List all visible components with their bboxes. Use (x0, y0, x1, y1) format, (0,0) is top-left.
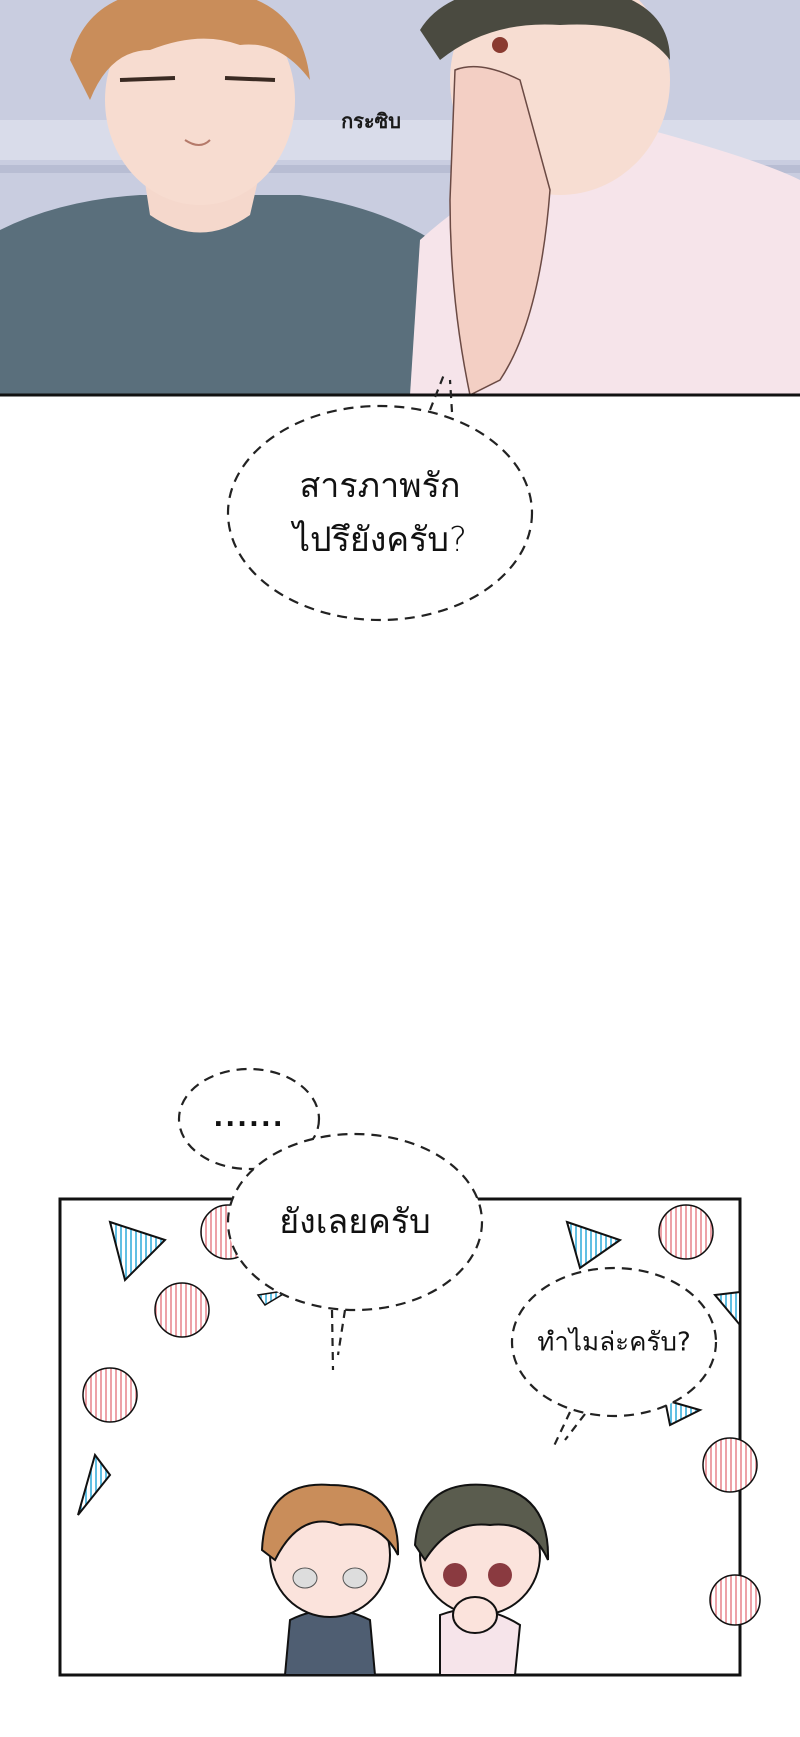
speech-bubble-not-yet (226, 1132, 484, 1371)
speech-bubble-question (226, 371, 534, 622)
bubble-not-yet-text: ยังเลยครับ (279, 1202, 431, 1242)
chibi-right (413, 1483, 550, 1676)
bubble-question-text: สารภาพรัก ไปรึยังครับ? (293, 459, 467, 567)
bubble-question-line2: ไปรึยังครับ? (292, 520, 468, 560)
bubble-question-line1: สารภาพรัก (299, 466, 461, 506)
character-left (0, 0, 460, 395)
speech-bubble-why (510, 1266, 718, 1449)
panel-1 (0, 0, 800, 397)
whisper-sound-effect: กระซิบ (341, 109, 401, 133)
bubble-why-text: ทำไมล่ะครับ? (537, 1327, 691, 1358)
bubble-dots-text: ...... (213, 1103, 285, 1133)
decor-triangles (77, 1220, 741, 1516)
speech-bubble-dots (177, 1067, 321, 1171)
chibi-left (260, 1483, 400, 1676)
character-right (410, 0, 800, 397)
